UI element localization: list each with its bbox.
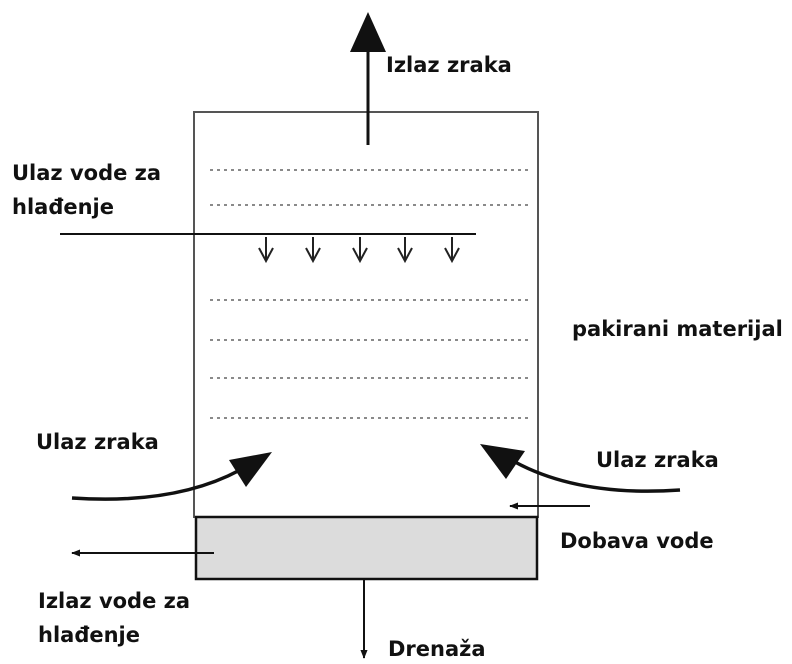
label-water-supply: Dobava vode [560,529,714,553]
air-outlet-arrow [350,12,386,145]
tower-body [193,111,539,518]
label-cooling-water-out-1: Izlaz vode za [38,589,191,613]
spray-arrow-icon [305,237,321,264]
water-basin [194,515,539,581]
spray-arrow-icon [352,237,368,264]
air-inlet-right-arrow [480,444,681,493]
air-inlet-left-arrow [71,452,272,501]
spray-arrow-icon [258,237,274,264]
spray-arrow-icon [444,237,460,264]
spray-arrow-icon [397,237,413,264]
label-cooling-water-in-1: Ulaz vode za [12,161,162,185]
spray-arrows [258,237,460,264]
label-cooling-water-in-2: hlađenje [12,195,114,219]
label-air-in-right: Ulaz zraka [596,448,719,472]
label-packing: pakirani materijal [572,317,783,341]
label-air-out: Izlaz zraka [386,53,512,77]
label-air-in-left: Ulaz zraka [36,430,159,454]
packing-layers [210,169,530,419]
label-cooling-water-out-2: hlađenje [38,623,140,647]
label-drain: Drenaža [388,637,486,661]
